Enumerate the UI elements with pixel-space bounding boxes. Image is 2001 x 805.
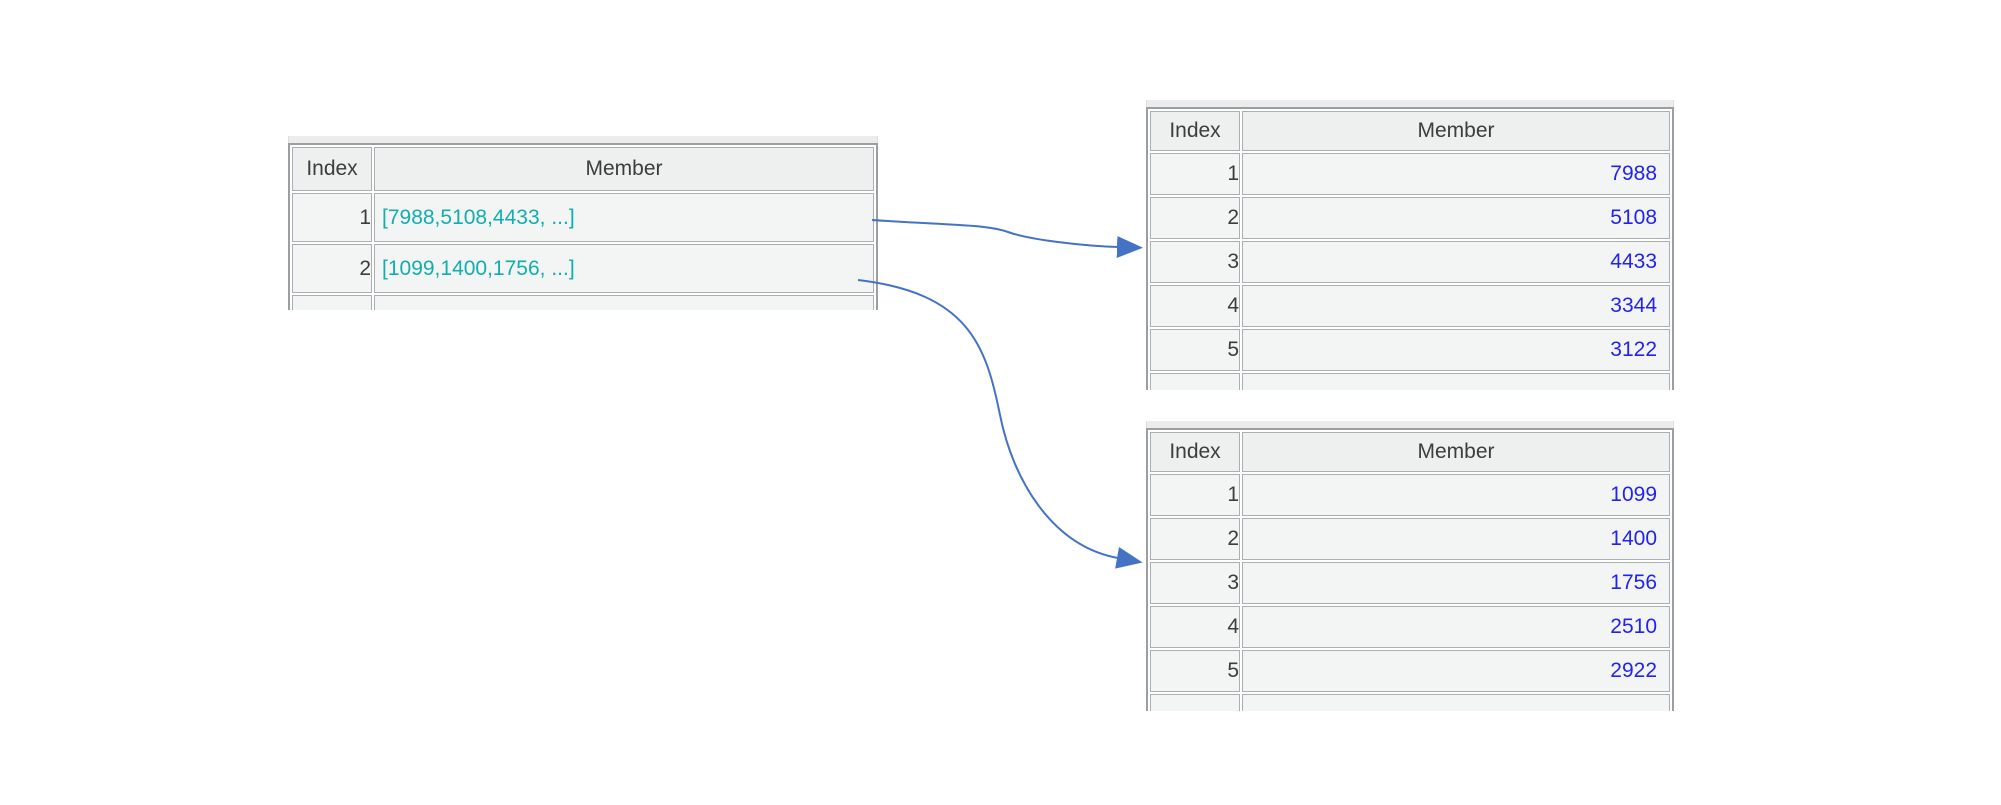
- index-cell: 1: [1150, 474, 1240, 516]
- member-value-cell[interactable]: 3344: [1242, 285, 1670, 327]
- table-top-edge: [1146, 100, 1674, 107]
- header-row: Index Member: [292, 147, 874, 191]
- column-header-member: Member: [1242, 111, 1670, 151]
- index-cell: 2: [1150, 518, 1240, 560]
- column-header-index: Index: [292, 147, 372, 191]
- index-cell: 2: [1150, 197, 1240, 239]
- index-cell: 4: [1150, 606, 1240, 648]
- table-row: 2 1400: [1150, 518, 1670, 560]
- member-value-cell[interactable]: 2510: [1242, 606, 1670, 648]
- header-row: Index Member: [1150, 111, 1670, 151]
- member-value-cell[interactable]: 1400: [1242, 518, 1670, 560]
- source-collections-table: Index Member 1 [7988,5108,4433, ...] 2 […: [288, 136, 878, 310]
- table-row: 5 2922: [1150, 650, 1670, 692]
- member-value-cell[interactable]: 1099: [1242, 474, 1670, 516]
- column-header-member: Member: [1242, 432, 1670, 472]
- member-value-cell[interactable]: 7988: [1242, 153, 1670, 195]
- member-collection-cell[interactable]: [7988,5108,4433, ...]: [374, 193, 874, 242]
- index-cell: 2: [292, 244, 372, 293]
- index-cell-empty: [1150, 373, 1240, 390]
- index-cell-empty: [1150, 694, 1240, 711]
- table-row: 1 7988: [1150, 153, 1670, 195]
- index-cell: 3: [1150, 562, 1240, 604]
- index-cell: 5: [1150, 650, 1240, 692]
- table-row-partial: [1150, 373, 1670, 390]
- table-row: 2 5108: [1150, 197, 1670, 239]
- column-header-member: Member: [374, 147, 874, 191]
- index-cell: 5: [1150, 329, 1240, 371]
- table-top-edge: [288, 136, 878, 143]
- member-cell-empty: [374, 295, 874, 310]
- table-row: 4 2510: [1150, 606, 1670, 648]
- member-value-cell[interactable]: 5108: [1242, 197, 1670, 239]
- member-cell-empty: [1242, 373, 1670, 390]
- index-cell: 1: [1150, 153, 1240, 195]
- member-value-cell[interactable]: 3122: [1242, 329, 1670, 371]
- table-row: 3 1756: [1150, 562, 1670, 604]
- member-cell-empty: [1242, 694, 1670, 711]
- index-cell-empty: [292, 295, 372, 310]
- table-row-partial: [292, 295, 874, 310]
- table-row: 1 1099: [1150, 474, 1670, 516]
- table-top-edge: [1146, 421, 1674, 428]
- expanded-table-collection-1: Index Member 1 7988 2 5108 3 4433 4 3344…: [1146, 100, 1674, 390]
- arrow-row1-to-top-table: [871, 219, 1143, 258]
- member-value-cell[interactable]: 1756: [1242, 562, 1670, 604]
- index-cell: 1: [292, 193, 372, 242]
- index-cell: 4: [1150, 285, 1240, 327]
- column-header-index: Index: [1150, 111, 1240, 151]
- table-row: 3 4433: [1150, 241, 1670, 283]
- index-cell: 3: [1150, 241, 1240, 283]
- arrow-row2-to-bottom-table: [857, 279, 1143, 569]
- table-row: 1 [7988,5108,4433, ...]: [292, 193, 874, 242]
- member-collection-cell[interactable]: [1099,1400,1756, ...]: [374, 244, 874, 293]
- member-value-cell[interactable]: 2922: [1242, 650, 1670, 692]
- header-row: Index Member: [1150, 432, 1670, 472]
- table-row-partial: [1150, 694, 1670, 711]
- table-row: 2 [1099,1400,1756, ...]: [292, 244, 874, 293]
- expanded-table-collection-2: Index Member 1 1099 2 1400 3 1756 4 2510…: [1146, 421, 1674, 711]
- member-value-cell[interactable]: 4433: [1242, 241, 1670, 283]
- table-row: 5 3122: [1150, 329, 1670, 371]
- table-row: 4 3344: [1150, 285, 1670, 327]
- column-header-index: Index: [1150, 432, 1240, 472]
